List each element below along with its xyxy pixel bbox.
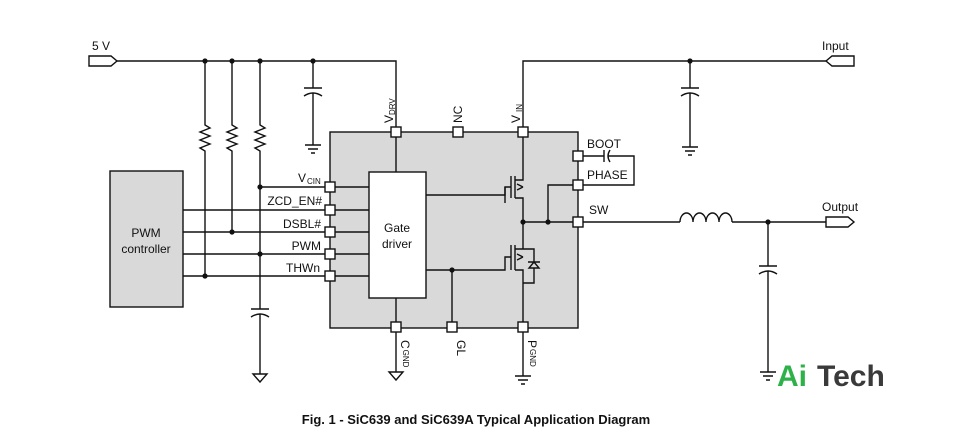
pin-sw-label: SW [589, 203, 609, 217]
pullup-resistor-1 [198, 61, 212, 276]
pwm-controller-label-1: PWM [131, 226, 160, 240]
pin-phase-label: PHASE [587, 168, 628, 182]
gate-driver-label-2: driver [382, 237, 412, 251]
low-side-mosfet [426, 245, 541, 322]
pin-thwn-label: THWn [286, 261, 320, 275]
vcin-capacitor [250, 308, 270, 384]
pullup-resistor-2 [225, 61, 239, 232]
pin-dsbl-label: DSBL# [283, 217, 321, 231]
pwm-controller-label-2: controller [121, 242, 170, 256]
pin-nc-label: NC [451, 105, 465, 123]
output-capacitor [758, 222, 778, 381]
bootstrap-capacitor [583, 149, 635, 186]
pin-boot-label: BOOT [587, 137, 622, 151]
vdrv-decoupling-capacitor [303, 61, 323, 154]
high-side-mosfet [426, 137, 524, 210]
gate-driver-label-1: Gate [384, 221, 410, 235]
pin-pwm-label: PWM [292, 239, 321, 253]
output-connector [825, 216, 856, 228]
pin-zcd-en-label: ZCD_EN# [267, 194, 322, 208]
input-connector [824, 55, 855, 67]
aitech-logo: Ai Tech [777, 360, 885, 393]
pin-gl-label: GL [454, 340, 468, 356]
pin-pgnd-label: PGND [525, 340, 539, 367]
output-inductor [679, 212, 733, 223]
pin-vcin-label: V [298, 171, 306, 185]
gate-driver-block [368, 171, 427, 299]
figure-caption: Fig. 1 - SiC639 and SiC639A Typical Appl… [302, 412, 650, 427]
pin-vdrv-label: VDRV [382, 98, 397, 123]
pullup-resistor-3 [253, 61, 267, 309]
output-label: Output [822, 200, 859, 214]
pin-vin-label: VIN [509, 104, 524, 123]
pin-vcin-sub: CIN [307, 177, 321, 186]
supply-5v-connector [88, 55, 119, 67]
pin-cgnd-label: CGND [398, 340, 412, 368]
logo-part-ai: Ai [777, 360, 807, 393]
chip-body [329, 131, 579, 329]
input-capacitor [680, 61, 700, 156]
logo-part-tech: Tech [817, 360, 885, 393]
input-label: Input [822, 39, 849, 53]
pwm-controller-block [109, 170, 184, 308]
supply-5v-label: 5 V [92, 39, 110, 53]
